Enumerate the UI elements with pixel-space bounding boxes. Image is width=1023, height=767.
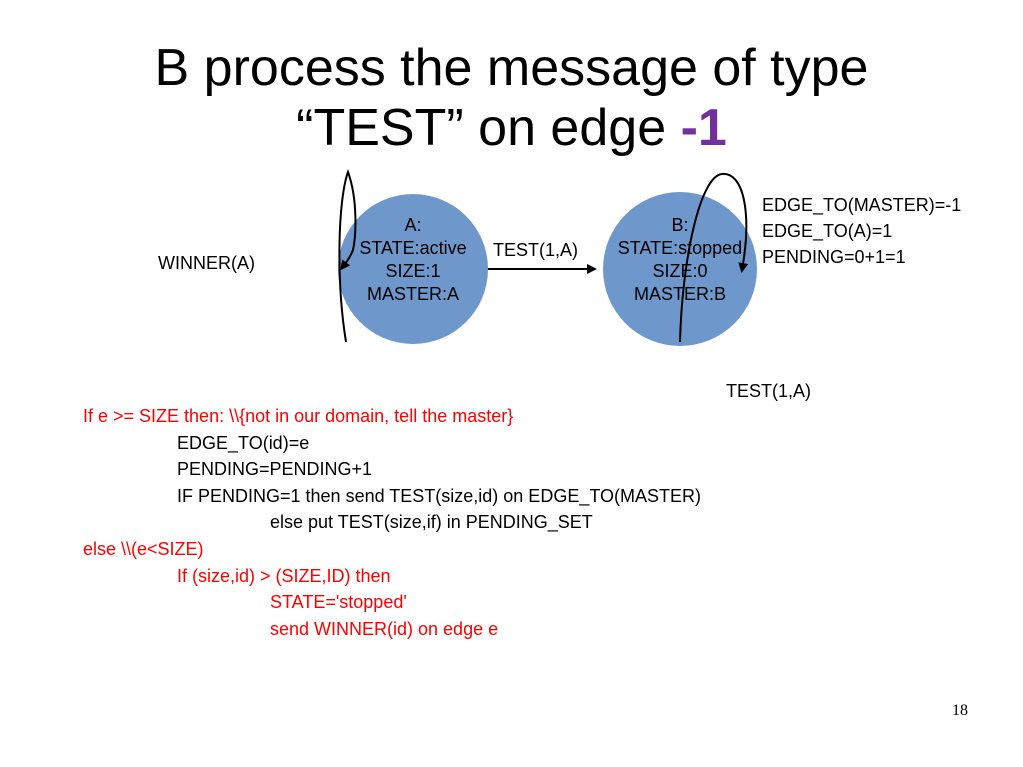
code-line: STATE='stopped' (270, 592, 407, 613)
title-text-2: “TEST” on edge (296, 99, 681, 157)
winner-label: WINNER(A) (158, 253, 255, 273)
edge-label-test: TEST(1,A) (493, 240, 579, 260)
node-b-circle (603, 192, 757, 346)
b-state-line-2: EDGE_TO(A)=1 (762, 221, 893, 241)
code-line: else put TEST(size,if) in PENDING_SET (270, 512, 593, 533)
node-a-label: A: STATE:active SIZE:1 MASTER:A (338, 214, 488, 306)
node-b-state: STATE:stopped (617, 238, 743, 258)
node-a-size: SIZE:1 (385, 261, 441, 281)
winner-self-loop-arrow (338, 169, 357, 343)
pending-test-label: TEST(1,A) (726, 381, 812, 401)
code-line: IF PENDING=1 then send TEST(size,id) on … (177, 485, 701, 506)
slide-title-line-2: “TEST” on edge -1 (60, 98, 963, 158)
node-b-size: SIZE:0 (652, 261, 708, 281)
b-state-line-1: EDGE_TO(MASTER)=-1 (762, 195, 962, 215)
code-line: If (size,id) > (SIZE,ID) then (177, 565, 391, 586)
code-line: EDGE_TO(id)=e (177, 432, 310, 453)
code-line: If e >= SIZE then: \\{not in our domain,… (83, 406, 514, 426)
code-line: send WINNER(id) on edge e (270, 618, 499, 639)
slide-title-line-1: B process the message of type (60, 38, 963, 98)
title-accent-edge-number: -1 (680, 99, 727, 157)
b-state-line-3: PENDING=0+1=1 (762, 247, 906, 267)
title-text-1: B process the message of type (154, 39, 869, 97)
node-a-circle (338, 194, 488, 344)
node-a-name: A: (404, 215, 422, 235)
node-b-label: B: STATE:stopped SIZE:0 MASTER:B (603, 214, 757, 306)
node-a-master: MASTER:A (366, 284, 459, 304)
node-b-name: B: (671, 215, 689, 235)
test-self-loop-arrow (679, 172, 749, 343)
code-line: PENDING=PENDING+1 (177, 459, 373, 480)
code-line: else \\(e<SIZE) (83, 539, 204, 559)
node-b-master: MASTER:B (633, 284, 726, 304)
page-number: 18 (952, 702, 968, 719)
node-a-state: STATE:active (359, 238, 467, 258)
